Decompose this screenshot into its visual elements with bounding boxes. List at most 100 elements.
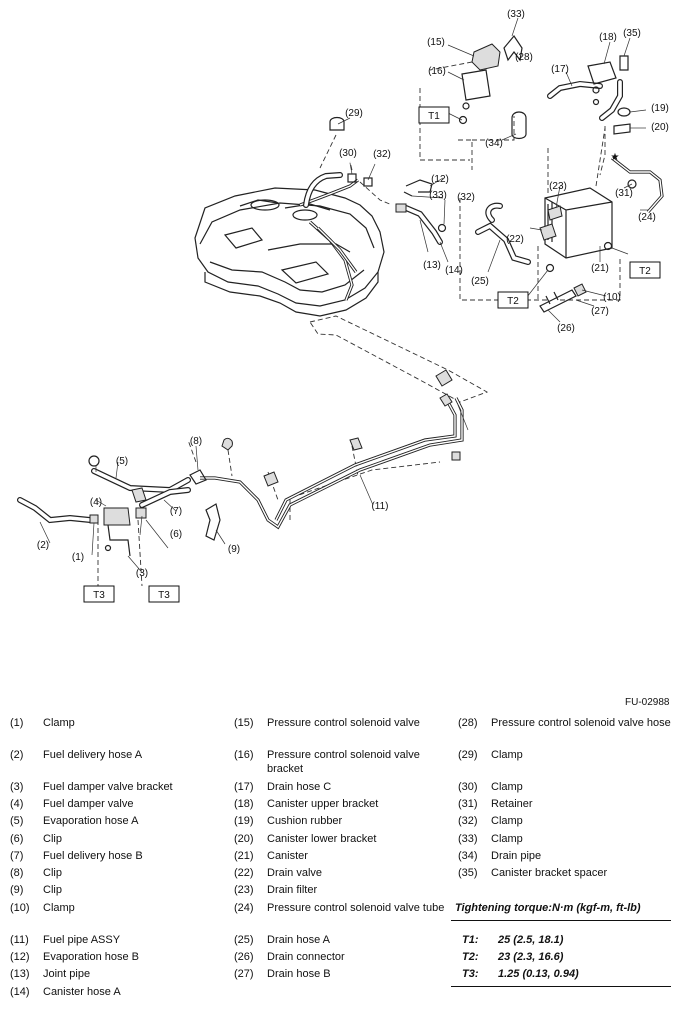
legend-number: (13) — [10, 968, 30, 980]
callout-label: (7) — [170, 506, 182, 517]
legend-part-name: Clip — [43, 867, 62, 879]
legend-number: (7) — [10, 850, 24, 862]
legend-number: (31) — [458, 798, 478, 810]
legend-number: (32) — [458, 815, 478, 827]
callout-label: (5) — [116, 456, 128, 467]
legend-part-name: Drain valve — [267, 867, 323, 879]
legend-number: (9) — [10, 884, 24, 896]
callout-label: (32) — [457, 192, 475, 203]
legend-part-name: Evaporation hose B — [43, 951, 140, 963]
legend-part-name: Retainer — [491, 798, 533, 810]
callout-label: (6) — [170, 529, 182, 540]
callout-label: (28) — [515, 52, 533, 63]
legend-number: (4) — [10, 798, 24, 810]
callout-label: (31) — [615, 188, 633, 199]
callout-label: (24) — [638, 212, 656, 223]
callout-label: (18) — [599, 32, 617, 43]
legend-number: (22) — [234, 867, 254, 879]
legend-number: (19) — [234, 815, 254, 827]
legend-part-name: Fuel damper valve bracket — [43, 781, 173, 793]
legend-part-name: Fuel damper valve — [43, 798, 134, 810]
callout-label: (10) — [603, 292, 621, 303]
legend-number: (1) — [10, 717, 24, 729]
torque-table-rule-bottom — [451, 986, 671, 987]
torque-tag-label: T2 — [507, 296, 519, 307]
legend-part-name: Pressure control solenoid valve bracket — [267, 749, 420, 775]
filler-hose — [303, 172, 343, 208]
legend-number: (24) — [234, 902, 254, 914]
torque-key: T1: — [462, 934, 479, 946]
legend-part-name: Drain pipe — [491, 850, 542, 862]
legend-number: (17) — [234, 781, 254, 793]
legend-number: (21) — [234, 850, 254, 862]
callout-label: (9) — [228, 544, 240, 555]
legend-part-name: Pressure control solenoid valve tube — [267, 902, 445, 914]
torque-tag-box — [418, 106, 450, 124]
torque-tag-box — [148, 585, 180, 603]
torque-tag-t1: T1 — [418, 106, 450, 124]
callout-label: (35) — [623, 28, 641, 39]
torque-value: 23 (2.3, 16.6) — [498, 951, 564, 963]
figure-id: FU-02988 — [625, 697, 670, 708]
canister-area — [329, 34, 664, 313]
torque-tag-label: T2 — [639, 266, 651, 277]
fuel-system-exploded-diagram: (1)(2)(3)(4)(5)(6)(7)(8)(9)(10)(11)(12)(… — [17, 9, 669, 603]
fuel-pipe-assy — [189, 369, 464, 530]
callout-label: (15) — [427, 37, 445, 48]
legend-part-name: Canister bracket spacer — [491, 867, 608, 879]
torque-value: 25 (2.5, 18.1) — [498, 934, 564, 946]
legend-part-name: Clamp — [491, 781, 523, 793]
callout-label: (34) — [485, 138, 503, 149]
legend-part-name: Fuel delivery hose B — [43, 850, 143, 862]
callout-label: (26) — [557, 323, 575, 334]
callout-label: (11) — [371, 501, 388, 512]
fuel-tank — [194, 178, 385, 317]
legend-number: (16) — [234, 749, 254, 761]
legend-part-name: Clamp — [491, 833, 523, 845]
callout-label: (19) — [651, 103, 669, 114]
legend-part-name: Canister lower bracket — [267, 833, 377, 845]
torque-tag-label: T1 — [428, 111, 440, 122]
torque-tag-box — [629, 261, 661, 279]
callout-labels: (1)(2)(3)(4)(5)(6)(7)(8)(9)(10)(11)(12)(… — [37, 9, 669, 579]
torque-tag-t3: T3 — [83, 585, 115, 603]
legend-part-name: Joint pipe — [43, 968, 91, 980]
callout-label: (33) — [429, 190, 447, 201]
torque-tag-label: T3 — [93, 590, 105, 601]
legend-part-name: Clamp — [43, 902, 75, 914]
legend-part-name: Clamp — [43, 717, 75, 729]
front-hoses — [17, 455, 221, 557]
legend-part-name: Clip — [43, 884, 62, 896]
legend-part-name: Evaporation hose A — [43, 815, 139, 827]
callout-label: (33) — [507, 9, 525, 20]
callout-label: (21) — [591, 263, 609, 274]
callout-label: (3) — [136, 568, 148, 579]
callout-label: (2) — [37, 540, 49, 551]
legend-part-name: Drain hose B — [267, 968, 331, 980]
callout-label: (29) — [345, 108, 363, 119]
legend-part-name: Clamp — [491, 749, 523, 761]
legend-number: (6) — [10, 833, 24, 845]
legend-number: (15) — [234, 717, 254, 729]
torque-key: T3: — [462, 968, 479, 980]
torque-table-rule-top — [451, 920, 671, 921]
legend-number: (20) — [234, 833, 254, 845]
callout-label: (13) — [423, 260, 441, 271]
torque-key: T2: — [462, 951, 479, 963]
legend-number: (34) — [458, 850, 478, 862]
legend-number: (27) — [234, 968, 254, 980]
legend-part-name: Canister — [267, 850, 308, 862]
legend-number: (30) — [458, 781, 478, 793]
legend-number: (2) — [10, 749, 24, 761]
legend-part-name: Pressure control solenoid valve hose — [491, 717, 671, 729]
callout-label: (1) — [72, 552, 84, 563]
callout-label: (14) — [445, 265, 463, 276]
legend-number: (5) — [10, 815, 24, 827]
callout-label: (12) — [431, 174, 449, 185]
callout-label: (30) — [339, 148, 357, 159]
torque-tag-box — [83, 585, 115, 603]
legend-part-name: Clip — [43, 833, 62, 845]
callout-label: (32) — [373, 149, 391, 160]
legend-number: (11) — [10, 934, 29, 946]
